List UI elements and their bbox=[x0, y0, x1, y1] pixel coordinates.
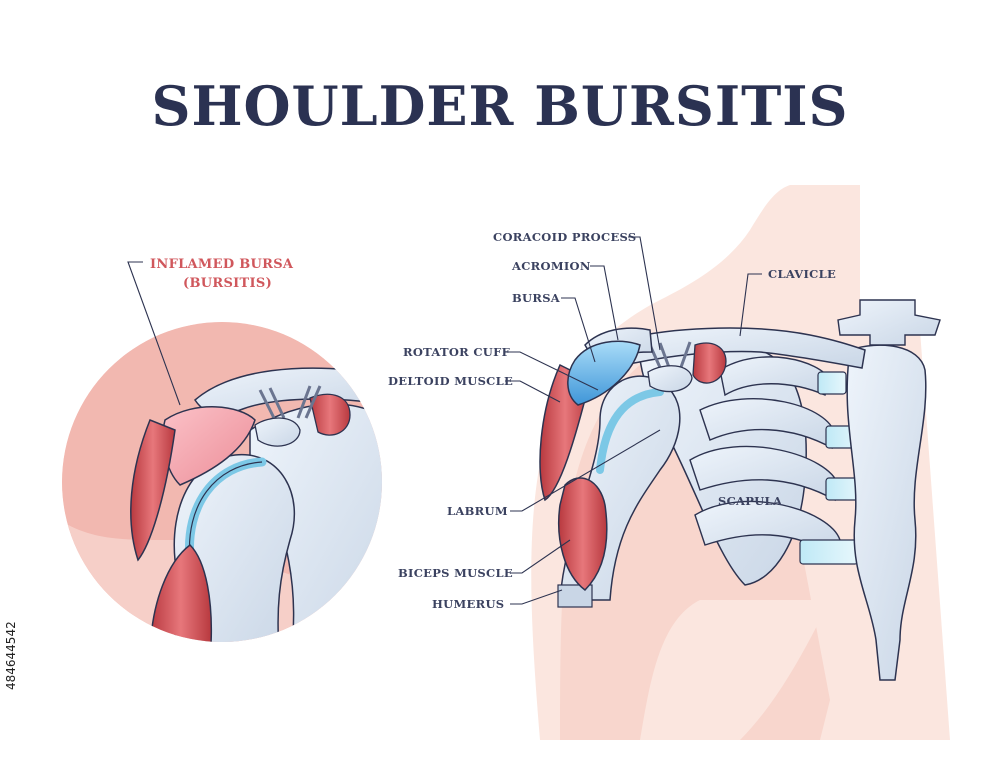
label-inflamed-bursa: INFLAMED BURSA bbox=[150, 257, 294, 272]
inset-closeup bbox=[62, 322, 382, 642]
label-bursa: BURSA bbox=[512, 291, 561, 305]
main-anatomy bbox=[531, 185, 950, 740]
label-rotator-cuff: ROTATOR CUFF bbox=[403, 345, 511, 359]
leader-lines bbox=[127, 236, 762, 605]
label-biceps-muscle: BICEPS MUSCLE bbox=[398, 566, 513, 580]
label-coracoid-process: CORACOID PROCESS bbox=[493, 230, 636, 244]
label-labrum: LABRUM bbox=[447, 504, 508, 518]
label-scapula: SCAPULA bbox=[718, 494, 783, 508]
label-deltoid-muscle: DELTOID MUSCLE bbox=[388, 374, 513, 388]
page-title: SHOULDER BURSITIS bbox=[151, 74, 849, 138]
stock-id: 484644542 bbox=[4, 621, 18, 690]
label-bursitis: (BURSITIS) bbox=[183, 276, 272, 291]
bursa-shape bbox=[567, 340, 641, 406]
label-acromion: ACROMION bbox=[511, 259, 591, 273]
label-humerus: HUMERUS bbox=[432, 597, 504, 611]
sternum-shape bbox=[846, 344, 927, 681]
label-clavicle: CLAVICLE bbox=[768, 267, 836, 281]
